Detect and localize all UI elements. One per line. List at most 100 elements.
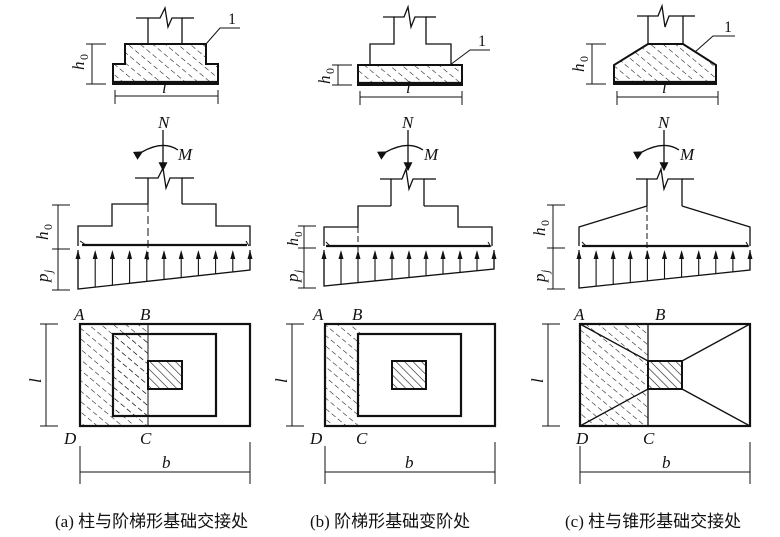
arrow-head-icon bbox=[747, 250, 753, 259]
column-break-icon bbox=[148, 5, 183, 44]
corner-B: B bbox=[655, 305, 666, 324]
dim-h0-label: h 0 bbox=[315, 68, 337, 84]
footing-stepped bbox=[112, 43, 219, 85]
svg-text:p: p bbox=[33, 274, 52, 284]
svg-text:0: 0 bbox=[77, 54, 91, 60]
corner-A: A bbox=[573, 305, 585, 324]
plan-b: A B C D l b bbox=[272, 305, 497, 484]
arrow-head-icon bbox=[730, 250, 736, 259]
svg-text:0: 0 bbox=[323, 68, 337, 74]
arrow-head-icon bbox=[610, 250, 616, 259]
svg-text:p: p bbox=[283, 274, 302, 284]
svg-text:0: 0 bbox=[577, 56, 591, 62]
section-c: 1 h 0 l bbox=[569, 3, 735, 105]
corner-A: A bbox=[73, 305, 85, 324]
svg-text:h: h bbox=[33, 232, 52, 241]
plan-outer bbox=[323, 322, 497, 428]
dim-h0-label: h 0 bbox=[285, 231, 305, 246]
dim-pj-label: p j bbox=[530, 269, 552, 283]
corner-C: C bbox=[140, 429, 152, 448]
arrow-head-icon bbox=[338, 250, 344, 259]
dim-l-label: l bbox=[26, 378, 45, 383]
column-left bbox=[136, 17, 149, 44]
svg-text:h: h bbox=[69, 62, 88, 71]
arrow-head-icon bbox=[321, 250, 327, 259]
arrow-head-icon bbox=[423, 250, 429, 259]
arrow-head-icon bbox=[389, 250, 395, 259]
plan-column bbox=[647, 360, 683, 390]
plan-step bbox=[111, 332, 218, 418]
corner-D: D bbox=[309, 429, 323, 448]
arrow-head-icon bbox=[406, 250, 412, 259]
plan-outer bbox=[578, 322, 752, 428]
dim-l-label: l bbox=[406, 78, 411, 97]
arrow-head-icon bbox=[127, 250, 133, 259]
arrow-head-icon bbox=[372, 250, 378, 259]
arrow-head-icon bbox=[491, 250, 497, 259]
callout-leader bbox=[205, 27, 240, 45]
section-b: 1 h 0 l bbox=[315, 4, 490, 105]
arrow-head-icon bbox=[213, 250, 219, 259]
pressure-arrows bbox=[75, 250, 253, 289]
section-a: 1 h 0 l bbox=[69, 5, 240, 104]
corner-B: B bbox=[352, 305, 363, 324]
arrow-head-icon bbox=[247, 250, 253, 259]
arrow-head-icon bbox=[713, 250, 719, 259]
arrow-head-icon bbox=[144, 250, 150, 259]
load-N-label: N bbox=[157, 113, 171, 132]
corner-A: A bbox=[312, 305, 324, 324]
arrow-head-icon bbox=[593, 250, 599, 259]
dim-pj-label: p j bbox=[283, 269, 305, 283]
pressure-arrows bbox=[576, 250, 753, 288]
arrow-head-icon bbox=[195, 250, 201, 259]
arrow-head-icon bbox=[662, 250, 667, 259]
load-M-label: M bbox=[177, 145, 193, 164]
svg-text:p: p bbox=[530, 274, 549, 284]
svg-text:0: 0 bbox=[293, 231, 305, 237]
footing-tapered bbox=[613, 43, 717, 85]
pressure-a: N M h 0 p bbox=[33, 113, 253, 291]
dim-b-label: b bbox=[405, 453, 414, 472]
dim-h0-label: h 0 bbox=[530, 220, 552, 236]
svg-text:0: 0 bbox=[41, 224, 55, 230]
load-N-label: N bbox=[657, 113, 671, 132]
plan-a: A B C D l b bbox=[26, 305, 252, 484]
arrow-head-icon bbox=[75, 250, 81, 259]
dim-h0-label: h 0 bbox=[569, 56, 591, 72]
arrow-head-icon bbox=[644, 250, 650, 259]
plan-column bbox=[147, 360, 183, 390]
corner-D: D bbox=[575, 429, 589, 448]
column-break-icon bbox=[148, 165, 183, 204]
dim-l-label: l bbox=[162, 78, 167, 97]
svg-text:j: j bbox=[291, 269, 305, 275]
svg-text:j: j bbox=[538, 269, 552, 275]
svg-text:0: 0 bbox=[538, 220, 552, 226]
pressure-arrows bbox=[321, 250, 497, 286]
arrow-head-icon bbox=[92, 250, 98, 259]
callout-label: 1 bbox=[478, 33, 486, 50]
moment-arrow-icon bbox=[632, 144, 680, 160]
dim-l-label: l bbox=[272, 378, 291, 383]
moment-arrow-icon bbox=[132, 144, 179, 160]
arrow-head-icon bbox=[627, 250, 633, 259]
corner-C: C bbox=[643, 429, 655, 448]
dim-b-label: b bbox=[162, 453, 171, 472]
plan-step bbox=[356, 332, 463, 418]
svg-text:j: j bbox=[41, 269, 55, 275]
footing-lower-step bbox=[357, 64, 463, 86]
arrow-head-icon bbox=[440, 250, 446, 259]
svg-text:h: h bbox=[569, 64, 588, 73]
callout-label: 1 bbox=[724, 19, 732, 36]
load-M-label: M bbox=[423, 145, 439, 164]
svg-text:h: h bbox=[315, 76, 334, 85]
dim-l-label: l bbox=[662, 78, 667, 97]
callout-label: 1 bbox=[228, 11, 236, 28]
corner-D: D bbox=[63, 429, 77, 448]
corner-B: B bbox=[140, 305, 151, 324]
dim-b-label: b bbox=[662, 453, 671, 472]
svg-text:h: h bbox=[530, 228, 549, 237]
caption-a: (a) 柱与阶梯形基础交接处 bbox=[55, 512, 248, 531]
arrow-head-icon bbox=[355, 250, 361, 259]
arrow-head-icon bbox=[474, 250, 480, 259]
